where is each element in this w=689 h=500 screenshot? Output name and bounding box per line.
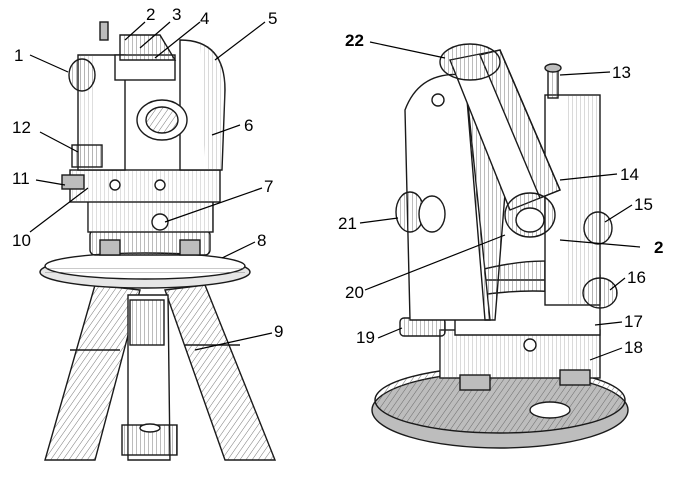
- callout-6: 6: [244, 116, 253, 135]
- tribrach: [87, 199, 214, 256]
- callout-15: 15: [634, 195, 653, 214]
- callout-4: 4: [200, 9, 209, 28]
- callout-2: 2: [146, 5, 155, 24]
- callout-21: 21: [338, 214, 357, 233]
- left-callouts: 1 2 3 4 5 6 7 8 9 10 11 12: [12, 5, 283, 341]
- callout-18: 18: [624, 338, 643, 357]
- callout-5: 5: [268, 9, 277, 28]
- callout-16: 16: [627, 268, 646, 287]
- right-standard-right: [544, 63, 618, 309]
- callout-19: 19: [356, 328, 375, 347]
- horizontal-clamp-knob: [61, 174, 85, 190]
- callout-10: 10: [12, 231, 31, 250]
- callout-2-right: 2: [654, 238, 663, 257]
- leader-lines: [29, 21, 641, 361]
- callout-7: 7: [264, 177, 273, 196]
- right-callouts: 13 14 15 2 16 17 18 19 20 21 22: [338, 31, 663, 357]
- tripod-head: [39, 252, 251, 289]
- callout-14: 14: [620, 165, 639, 184]
- right-telescope: [439, 43, 561, 238]
- callout-1: 1: [14, 46, 23, 65]
- right-tribrach: [399, 317, 601, 391]
- micrometer-knob: [71, 144, 103, 168]
- left-theodolite: [39, 21, 277, 461]
- callout-8: 8: [257, 231, 266, 250]
- callout-20: 20: [345, 283, 364, 302]
- alidade: [69, 169, 221, 203]
- callout-22: 22: [345, 31, 364, 50]
- tripod: [44, 284, 277, 461]
- callout-17: 17: [624, 312, 643, 331]
- right-theodolite: [371, 43, 629, 449]
- callout-11: 11: [12, 169, 30, 188]
- callout-12: 12: [12, 118, 31, 137]
- callout-13: 13: [612, 63, 631, 82]
- callout-3: 3: [172, 5, 181, 24]
- callout-9: 9: [274, 322, 283, 341]
- vertical-circle-knob: [68, 58, 96, 92]
